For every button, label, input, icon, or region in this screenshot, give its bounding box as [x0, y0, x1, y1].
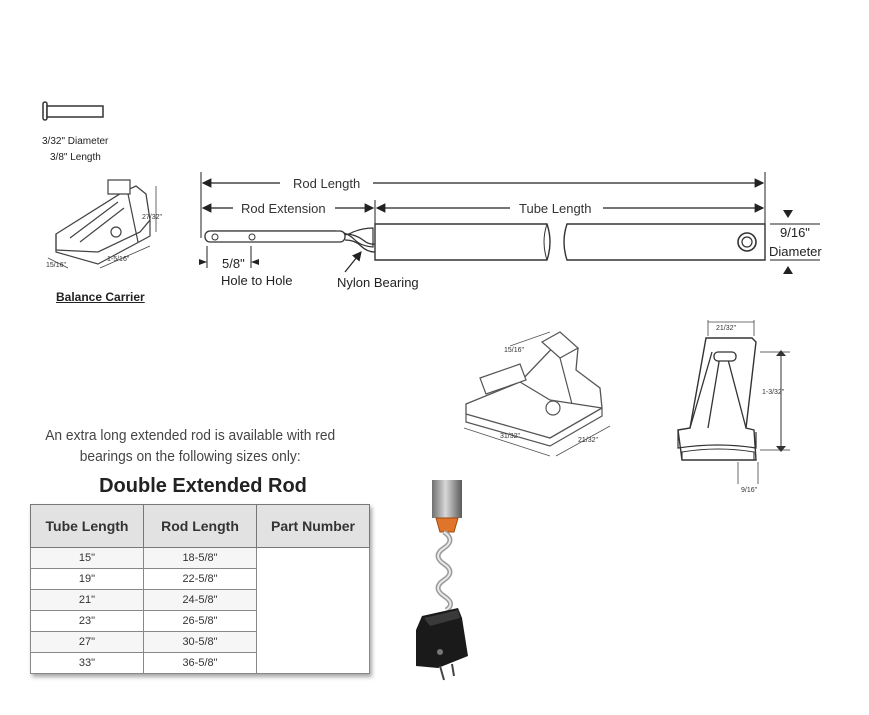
spiral-balance-photo — [416, 480, 468, 681]
carrier-width-dim: 15/16" — [46, 262, 67, 269]
table-row: 33" 36-5/8" — [30, 652, 370, 674]
availability-note: An extra long extended rod is available … — [20, 425, 360, 467]
carrier-height-dim: 27/32" — [142, 214, 163, 221]
header-tube-length: Tube Length — [30, 504, 144, 548]
tube-length-cell: 27" — [30, 631, 144, 653]
shoe-iso-length-dim: 31/32" — [500, 433, 521, 440]
table-title: Double Extended Rod — [99, 475, 307, 497]
tube-length-cell: 21" — [30, 589, 144, 611]
table-header-row: Tube Length Rod Length Part Number — [30, 504, 370, 548]
tube-length-cell: 19" — [30, 568, 144, 590]
rivet-diameter-label: 3/32" Diameter — [42, 136, 109, 147]
balance-carrier-title: Balance Carrier — [56, 290, 145, 304]
balance-carrier-drawing — [47, 179, 157, 269]
rod-diagram — [199, 172, 820, 274]
rod-length-cell: 22-5/8" — [143, 568, 257, 590]
header-part-number: Part Number — [256, 504, 370, 548]
double-extended-rod-table: Tube Length Rod Length Part Number 15" 1… — [30, 504, 370, 674]
tube-length-cell: 15" — [30, 547, 144, 569]
part-number-cell — [256, 547, 370, 674]
shoe-upright-drawing — [677, 320, 790, 484]
rod-length-cell: 30-5/8" — [143, 631, 257, 653]
table-row: 23" 26-5/8" — [30, 610, 370, 632]
nylon-bearing-label: Nylon Bearing — [337, 275, 419, 290]
note-line-2: bearings on the following sizes only: — [79, 448, 301, 465]
shoe-upright-top-dim: 21/32" — [716, 325, 737, 332]
shoe-iso-width-dim: 21/32" — [578, 437, 599, 444]
hole-spacing-value: 5/8" — [222, 256, 245, 271]
rivet-icon — [42, 101, 104, 121]
shoe-isometric-drawing — [463, 331, 611, 457]
carrier-length-dim: 1-5/16" — [107, 256, 130, 263]
tube-length-cell: 23" — [30, 610, 144, 632]
shoe-upright-height-dim: 1-3/32" — [762, 389, 785, 396]
rivet-length-label: 3/8" Length — [50, 152, 101, 163]
rod-length-cell: 36-5/8" — [143, 652, 257, 674]
shoe-upright-bottom-dim: 9/16" — [741, 487, 758, 494]
header-rod-length: Rod Length — [143, 504, 257, 548]
tube-length-cell: 33" — [30, 652, 144, 674]
rod-length-cell: 18-5/8" — [143, 547, 257, 569]
note-line-1: An extra long extended rod is available … — [45, 427, 336, 444]
rod-length-cell: 26-5/8" — [143, 610, 257, 632]
tube-length-label: Tube Length — [516, 201, 595, 216]
diameter-value: 9/16" — [780, 225, 810, 240]
rod-length-label: Rod Length — [289, 176, 365, 191]
rod-extension-label: Rod Extension — [238, 201, 329, 216]
rod-length-cell: 24-5/8" — [143, 589, 257, 611]
table-row: 15" 18-5/8" — [30, 547, 370, 674]
shoe-iso-top-dim: 15/16" — [504, 347, 525, 354]
hole-spacing-label: Hole to Hole — [221, 273, 293, 288]
diameter-label: Diameter — [769, 244, 822, 259]
